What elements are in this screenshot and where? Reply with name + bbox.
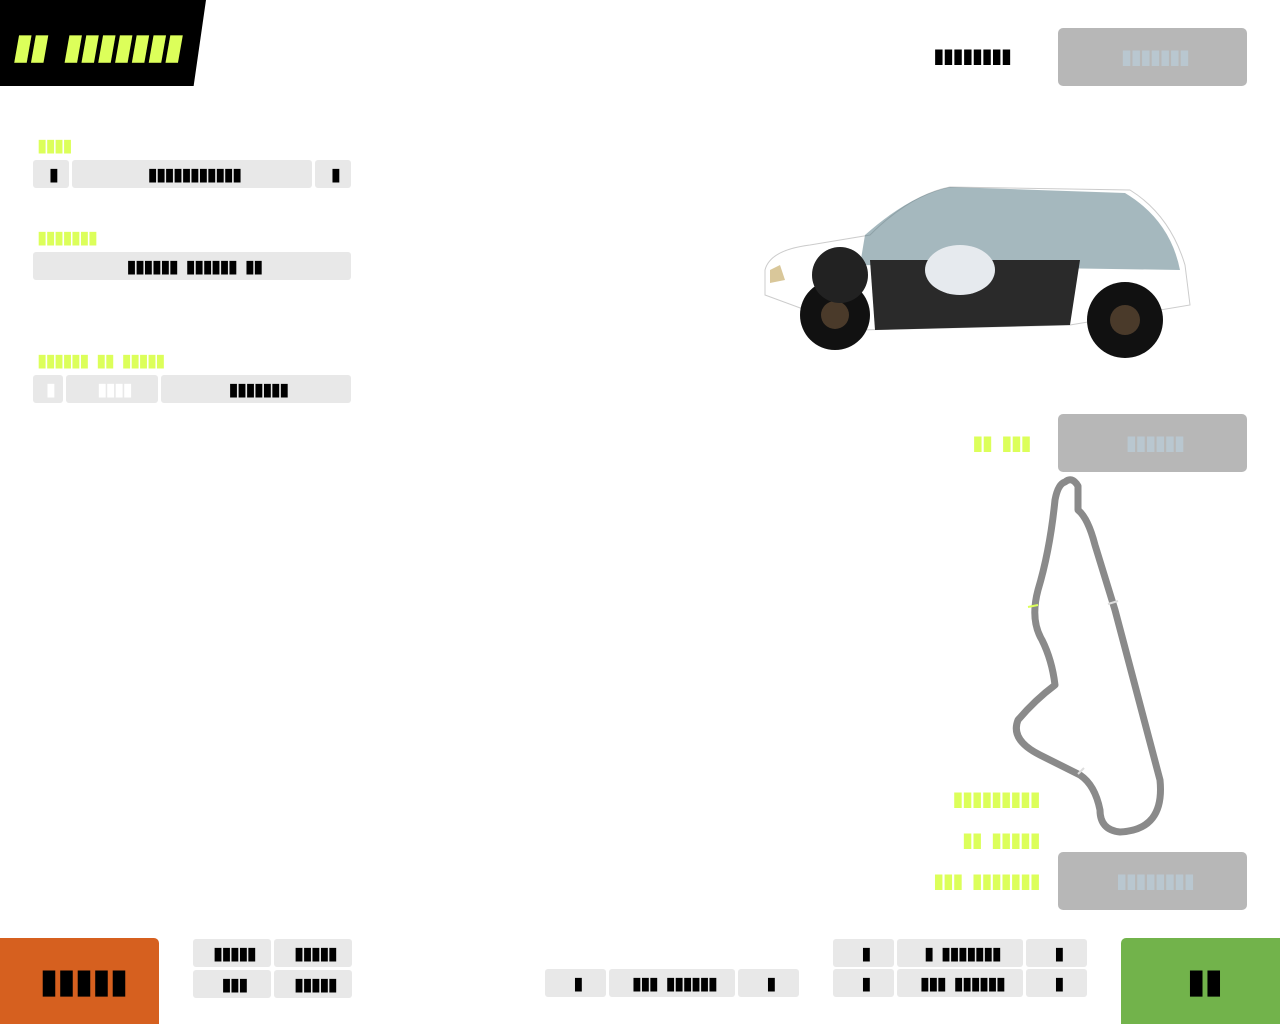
setting-3-option-1[interactable]: ▮ xyxy=(33,375,63,403)
track-button[interactable]: ▮▮▮▮▮▮ xyxy=(1058,414,1247,472)
stat-text: ▮▮▮▮▮ xyxy=(210,939,259,967)
next-arrow: ▮ xyxy=(764,969,779,997)
track-map xyxy=(1012,476,1164,836)
right-row-1-text: ▮ ▮▮▮▮▮▮▮ xyxy=(921,939,1004,967)
track-button-2[interactable]: ▮▮▮▮▮▮▮▮ xyxy=(1058,852,1247,910)
prev-arrow: ▮ xyxy=(571,969,586,997)
stat-text: ▮▮▮▮▮ xyxy=(291,939,340,967)
setting-3-value-text: ▮▮▮▮▮▮▮ xyxy=(226,375,291,403)
prev-arrow: ▮ xyxy=(859,969,874,997)
option-2-text: ▮▮▮▮ xyxy=(95,375,135,403)
stat-2-value: ▮▮▮▮▮ xyxy=(274,970,352,998)
prev-arrow: ▮ xyxy=(859,939,874,967)
go-button-label: ▮▮ xyxy=(1183,955,1227,1006)
stat-text: ▮▮▮ xyxy=(219,970,250,998)
track-button-label: ▮▮▮▮▮▮ xyxy=(1123,428,1188,458)
right-row-2-value[interactable]: ▮▮▮ ▮▮▮▮▮▮ xyxy=(897,969,1023,997)
track-label: ▮▮ ▮▮▮ xyxy=(970,428,1034,458)
mid-value-text: ▮▮▮ ▮▮▮▮▮▮ xyxy=(629,969,720,997)
right-row-1-next[interactable]: ▮ xyxy=(1026,939,1087,967)
right-row-2-prev[interactable]: ▮ xyxy=(833,969,894,997)
setting-3-label: ▮▮▮▮▮▮ ▮▮ ▮▮▮▮▮ xyxy=(35,346,168,374)
track-info-2: ▮▮ ▮▮▮▮▮ xyxy=(959,825,1043,855)
right-row-1-value[interactable]: ▮ ▮▮▮▮▮▮▮ xyxy=(897,939,1023,967)
next-arrow: ▮ xyxy=(328,160,344,188)
setting-1-value-text: ▮▮▮▮▮▮▮▮▮▮▮ xyxy=(145,160,245,188)
back-button-label: ▮▮▮▮▮ xyxy=(35,955,133,1006)
title-plate xyxy=(0,0,206,86)
mid-value[interactable]: ▮▮▮ ▮▮▮▮▮▮ xyxy=(609,969,735,997)
top-right-button-label: ▮▮▮▮▮▮▮ xyxy=(1118,42,1193,72)
go-button[interactable]: ▮▮ xyxy=(1121,938,1280,1024)
track-info-3: ▮▮▮ ▮▮▮▮▮▮▮ xyxy=(930,866,1043,896)
setting-2-value[interactable]: ▮▮▮▮▮▮ ▮▮▮▮▮▮ ▮▮ xyxy=(33,252,351,280)
stat-2-label: ▮▮▮ xyxy=(193,970,271,998)
car-preview xyxy=(764,186,1191,358)
stat-1-label: ▮▮▮▮▮ xyxy=(193,939,271,967)
setting-1-value[interactable]: ▮▮▮▮▮▮▮▮▮▮▮ xyxy=(72,160,312,188)
setting-1-prev-button[interactable]: ▮ xyxy=(33,160,69,188)
setting-3-option-2[interactable]: ▮▮▮▮ xyxy=(66,375,158,403)
setting-2-value-text: ▮▮▮▮▮▮ ▮▮▮▮▮▮ ▮▮ xyxy=(124,252,265,280)
back-button[interactable]: ▮▮▮▮▮ xyxy=(0,938,159,1024)
track-button-2-label: ▮▮▮▮▮▮▮▮ xyxy=(1113,866,1197,896)
next-arrow: ▮ xyxy=(1052,969,1067,997)
mid-prev-button[interactable]: ▮ xyxy=(545,969,606,997)
setting-3-value[interactable]: ▮▮▮▮▮▮▮ xyxy=(161,375,351,403)
right-row-2-next[interactable]: ▮ xyxy=(1026,969,1087,997)
page-title: ▮▮ ▮▮▮▮▮▮▮ xyxy=(5,18,184,72)
track-info-1: ▮▮▮▮▮▮▮▮▮ xyxy=(950,784,1043,814)
setting-1-next-button[interactable]: ▮ xyxy=(315,160,351,188)
option-1-text: ▮ xyxy=(43,375,59,403)
setting-1-label: ▮▮▮▮ xyxy=(35,131,75,159)
top-right-button[interactable]: ▮▮▮▮▮▮▮ xyxy=(1058,28,1247,86)
setting-2-label: ▮▮▮▮▮▮▮ xyxy=(35,223,100,251)
next-arrow: ▮ xyxy=(1052,939,1067,967)
stat-1-value: ▮▮▮▮▮ xyxy=(274,939,352,967)
top-right-label: ▮▮▮▮▮▮▮▮ xyxy=(931,41,1014,71)
prev-arrow: ▮ xyxy=(46,160,62,188)
mid-next-button[interactable]: ▮ xyxy=(738,969,799,997)
right-row-1-prev[interactable]: ▮ xyxy=(833,939,894,967)
right-row-2-text: ▮▮▮ ▮▮▮▮▮▮ xyxy=(917,969,1008,997)
stat-text: ▮▮▮▮▮ xyxy=(291,970,340,998)
